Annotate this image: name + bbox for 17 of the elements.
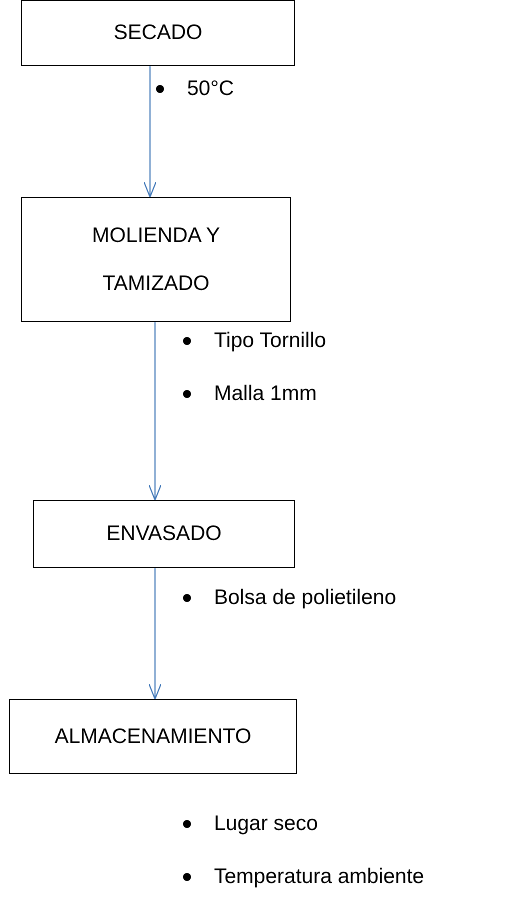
arrow [148, 568, 162, 700]
process-box [21, 197, 291, 322]
step-detail: Bolsa de polietileno [214, 586, 396, 610]
step-label: ALMACENAMIENTO [54, 724, 252, 750]
arrow [143, 66, 157, 198]
process-box [9, 699, 297, 774]
process-box [33, 500, 295, 568]
step-detail: 50°C [187, 77, 234, 101]
step-label: ENVASADO [106, 521, 222, 547]
step-detail: Temperatura ambiente [214, 865, 424, 889]
step-label: MOLIENDA Y TAMIZADO [91, 222, 221, 296]
step-detail: Tipo Tornillo [214, 329, 326, 353]
process-box [21, 0, 295, 66]
step-detail: Lugar seco [214, 812, 318, 836]
step-detail: Malla 1mm [214, 382, 317, 406]
arrow [148, 322, 162, 501]
step-label: SECADO [114, 20, 202, 46]
